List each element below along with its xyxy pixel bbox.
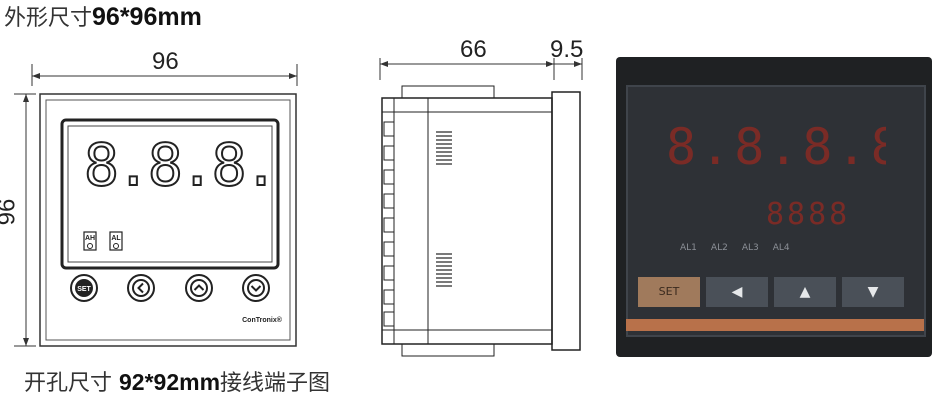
wiring-diagram-label: 接线端子图: [220, 371, 331, 396]
photo-down-key: ▼: [842, 277, 904, 307]
photo-bottom-stripe: [626, 319, 924, 331]
front-width-label: 96: [152, 48, 179, 75]
side-bezel-label: 9.5: [550, 36, 584, 63]
cutout-size-prefix: 开孔尺寸: [24, 371, 113, 396]
alarm-al4: AL4: [772, 243, 790, 253]
front-display-digits: 8.8.8.8.: [84, 134, 268, 196]
front-left-button: [127, 274, 155, 302]
indicator-al: AL: [109, 231, 123, 251]
alarm-al2: AL2: [710, 243, 728, 253]
front-view-drawing: AH AL SET ConTronix®: [14, 64, 298, 347]
alarm-al1: AL1: [680, 243, 697, 253]
photo-up-key: ▲: [774, 277, 836, 307]
indicator-ah: AH: [83, 231, 97, 251]
photo-sub-display: 8888: [766, 197, 851, 232]
photo-alarm-indicators: AL1 AL2 AL3 AL4: [680, 243, 830, 253]
outline-size-title: 外形尺寸96*96mm: [4, 4, 202, 32]
up-arrow-icon: ▲: [799, 284, 811, 300]
cutout-size-value: 92*92mm: [119, 369, 221, 395]
left-arrow-icon: ◀: [731, 284, 743, 300]
device-photo: 8.8.8.8. 8888 AL1 AL2 AL3 AL4 SET ◀ ▲ ▼: [616, 57, 932, 357]
down-arrow-icon: ▼: [867, 284, 879, 300]
side-depth-label: 66: [460, 36, 487, 63]
side-view-drawing: [379, 58, 583, 357]
front-up-button: [185, 274, 213, 302]
front-brand: ConTronix®: [242, 316, 283, 324]
svg-text:AH: AH: [85, 235, 95, 242]
photo-set-key: SET: [638, 277, 700, 307]
svg-text:SET: SET: [77, 286, 91, 293]
front-down-button: [242, 274, 270, 302]
outline-size-prefix: 外形尺寸: [4, 6, 93, 31]
cutout-size-title: 开孔尺寸 92*92mm接线端子图: [24, 368, 330, 398]
photo-left-key: ◀: [706, 277, 768, 307]
front-height-label: 96: [0, 198, 21, 226]
front-set-button: SET: [70, 274, 98, 302]
alarm-al3: AL3: [741, 243, 759, 253]
svg-text:AL: AL: [111, 235, 121, 242]
outline-size-value: 96*96mm: [92, 3, 202, 31]
photo-main-display: 8.8.8.8.: [666, 121, 886, 173]
